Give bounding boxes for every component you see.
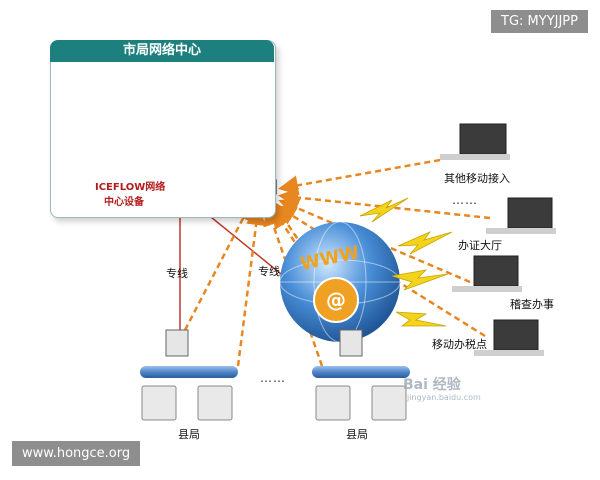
workstation-icon — [141, 385, 177, 421]
center-box — [50, 40, 276, 218]
router-icon — [339, 329, 363, 357]
iceflow-label-line1: ICEFLOW网络 — [95, 182, 166, 193]
arrow-mobile-1 — [278, 158, 441, 196]
internet-globe — [279, 221, 401, 343]
county-label-right: 县局 — [346, 428, 368, 441]
arrow-globe — [272, 207, 302, 251]
dedicated-line-label-left: 专线 — [166, 267, 188, 280]
workstation-icon — [371, 385, 407, 421]
lightning-bolt — [397, 231, 453, 255]
watermark-top-right: TG: MYYJJPP — [491, 10, 588, 33]
laptop-icon — [507, 197, 553, 229]
iceflow-label-line2: 中心设备 — [104, 197, 144, 208]
globe-at-symbol: @ — [326, 288, 346, 312]
county-bus-left — [140, 366, 238, 378]
lightning-bolt — [391, 269, 449, 291]
ellipsis-mobile: …… — [452, 193, 478, 207]
county-bus-right — [312, 366, 410, 378]
baidu-watermark-url: jingyan.baidu.com — [407, 393, 481, 402]
lightning-bolt — [359, 197, 409, 223]
ellipsis-county: …… — [260, 371, 286, 385]
arrow-county-left — [236, 205, 267, 367]
mobile-label-tax: 移动办税点 — [432, 338, 487, 351]
county-label-left: 县局 — [178, 428, 200, 441]
watermark-bottom-left: www.hongce.org — [12, 441, 141, 466]
baidu-watermark: Bai 经验 — [403, 377, 461, 393]
laptop-icon — [473, 255, 519, 287]
lightning-bolt — [395, 311, 447, 327]
mobile-label-other: 其他移动接入 — [444, 172, 510, 185]
arrow-county-left-2 — [183, 200, 253, 331]
mobile-label-hall: 办证大厅 — [458, 239, 502, 252]
workstation-icon — [315, 385, 351, 421]
center-title: 市局网络中心 — [50, 40, 274, 62]
router-icon — [165, 329, 189, 357]
mobile-label-inspection: 稽查办事 — [510, 298, 554, 311]
laptop-icon — [459, 123, 507, 155]
dedicated-line-label-right: 专线 — [258, 265, 280, 278]
workstation-icon — [197, 385, 233, 421]
laptop-icon — [493, 319, 539, 351]
